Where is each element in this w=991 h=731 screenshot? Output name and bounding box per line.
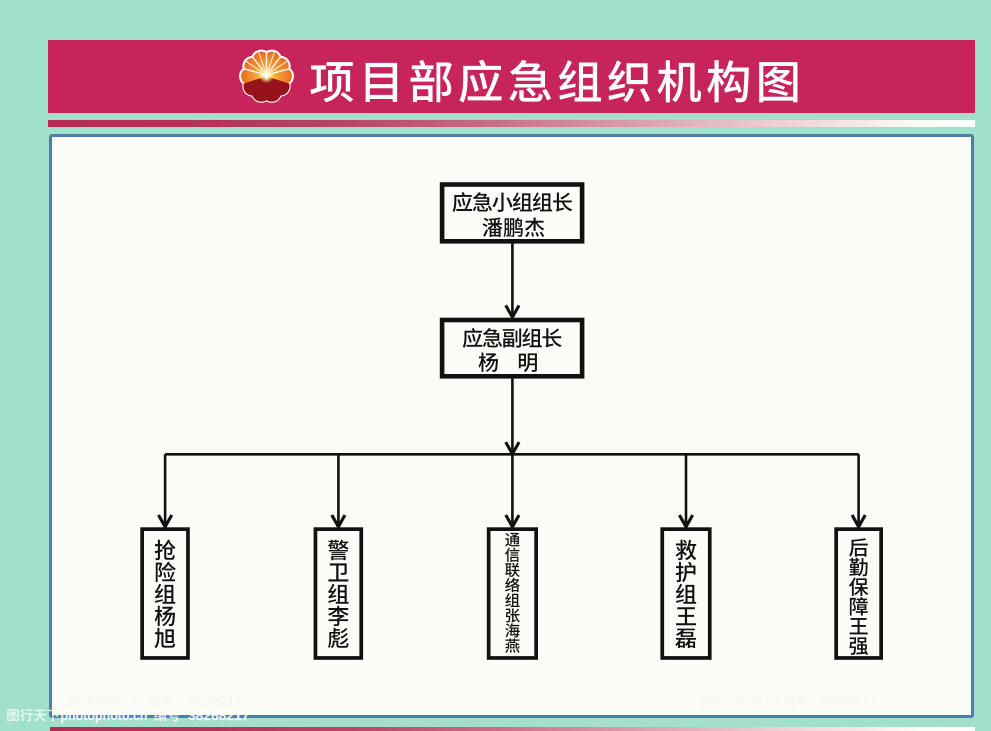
svg-text:38268217: 38268217	[188, 708, 250, 723]
svg-text:photophoto.cn: photophoto.cn	[61, 708, 148, 723]
svg-text:photophoto.cn 编号：38268217: photophoto.cn 编号：38268217	[700, 694, 876, 709]
svg-text:photophoto.cn 编号：38268217: photophoto.cn 编号：38268217	[66, 694, 242, 709]
